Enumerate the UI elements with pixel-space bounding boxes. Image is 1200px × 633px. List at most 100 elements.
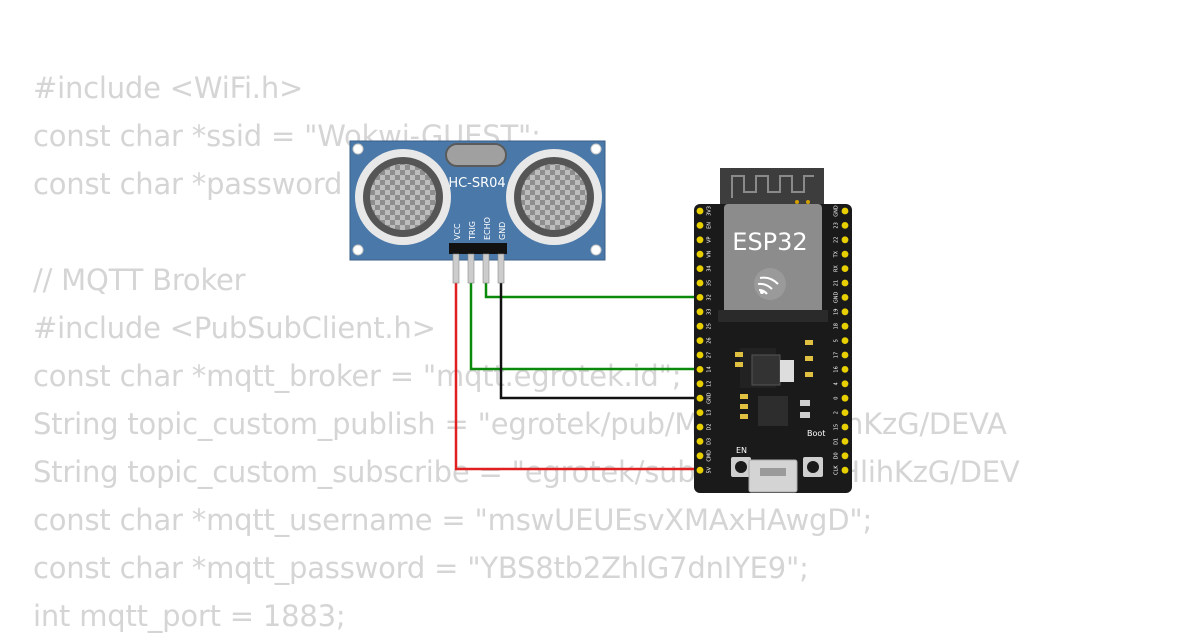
right-pin[interactable] [841, 322, 849, 330]
right-pin[interactable] [841, 250, 849, 258]
boot-label: Boot [807, 429, 825, 438]
transducer-right-icon [506, 149, 602, 245]
right-pin-label: 5 [834, 339, 840, 342]
right-pin-label: RX [834, 265, 840, 272]
right-pin[interactable] [841, 265, 849, 272]
left-pin[interactable] [696, 250, 704, 258]
left-pin[interactable] [696, 294, 704, 301]
left-pin[interactable] [696, 380, 704, 388]
left-pin[interactable] [696, 207, 704, 215]
left-pin[interactable] [696, 308, 704, 316]
wires [454, 282, 700, 471]
code-line: // MQTT Broker [33, 263, 246, 297]
board-label: ESP32 [732, 228, 807, 256]
wire-echo-green[interactable] [484, 282, 700, 299]
right-pin-label: 4 [834, 382, 840, 385]
pin-gnd[interactable] [497, 253, 505, 284]
right-pin-label: 17 [834, 352, 840, 358]
code-line: const char *mqtt_username = "mswUEUEsvXM… [33, 503, 873, 537]
transducer-left-icon [355, 149, 451, 245]
wire-vcc-red[interactable] [454, 282, 700, 471]
wire-gnd-black[interactable] [499, 282, 700, 400]
right-pin-label: 15 [834, 424, 840, 430]
left-pin[interactable] [696, 265, 704, 272]
right-pin[interactable] [841, 366, 849, 373]
left-pin[interactable] [696, 452, 704, 460]
pin-label-gnd: GND [498, 222, 507, 240]
right-pin[interactable] [841, 394, 849, 402]
left-pin[interactable] [696, 466, 704, 474]
left-pin[interactable] [696, 366, 704, 373]
pin-header [449, 243, 507, 254]
right-pin-label: TX [834, 250, 840, 258]
right-pin-label: 2 [834, 411, 840, 414]
right-pin[interactable] [841, 423, 849, 431]
right-pin[interactable] [841, 438, 849, 445]
right-pin-label: 0 [834, 397, 840, 400]
wire-trig-green[interactable] [469, 282, 700, 371]
left-pin[interactable] [696, 409, 704, 416]
right-pin[interactable] [841, 308, 849, 316]
right-pin[interactable] [841, 351, 849, 359]
left-pin-label: 12 [707, 381, 713, 387]
left-pin-label: 33 [707, 309, 713, 315]
left-pin-label: 3V3 [707, 206, 713, 216]
esp32-board[interactable]: ESP32 EN [694, 168, 852, 493]
espressif-logo-icon [754, 268, 786, 300]
left-pin[interactable] [696, 279, 704, 287]
mount-hole-icon [590, 244, 602, 256]
pin-label-vcc: VCC [453, 223, 462, 240]
right-pin-label: 16 [834, 366, 840, 372]
antenna-trace-icon [731, 175, 814, 198]
pin-echo[interactable] [482, 253, 490, 284]
right-pin[interactable] [841, 222, 849, 229]
ultrasonic-sensor[interactable]: HC-SR04 VCC TRIG ECHO GND [349, 140, 606, 284]
smd-components [735, 340, 813, 426]
right-pin[interactable] [841, 207, 849, 215]
code-line: #include <PubSubClient.h> [33, 311, 436, 345]
right-pin[interactable] [841, 380, 849, 388]
boot-button[interactable] [803, 457, 823, 477]
left-pin-label: CMD [707, 450, 713, 462]
left-pin[interactable] [696, 222, 704, 229]
right-pin[interactable] [841, 294, 849, 301]
left-pin[interactable] [696, 337, 704, 344]
mount-hole-icon [352, 143, 364, 155]
right-pin-label: GND [834, 205, 840, 217]
rf-shield [724, 204, 822, 314]
pin-label-echo: ECHO [483, 217, 492, 240]
right-pin-label: 23 [834, 222, 840, 228]
right-pin[interactable] [841, 236, 849, 244]
right-pin[interactable] [841, 466, 849, 474]
left-pin[interactable] [696, 394, 704, 402]
left-pin-label: 32 [707, 294, 713, 300]
left-pin-header: 3V3ENVPVN343532332526271412GND13D2D3CMD5… [696, 206, 713, 474]
left-pin[interactable] [696, 438, 704, 445]
code-line: const char *ssid = "Wokwi-GUEST"; [33, 119, 541, 153]
right-pin[interactable] [841, 409, 849, 416]
left-pin-label: VP [707, 237, 713, 243]
right-pin-label: 22 [834, 237, 840, 243]
right-pin-label: D1 [834, 438, 840, 445]
left-pin-label: EN [707, 222, 713, 229]
left-pin[interactable] [696, 423, 704, 431]
right-pin-label: D0 [834, 452, 840, 459]
left-pin-label: GND [707, 392, 713, 404]
right-pin[interactable] [841, 279, 849, 287]
right-pin[interactable] [841, 337, 849, 344]
left-pin[interactable] [696, 236, 704, 244]
right-pin[interactable] [841, 452, 849, 460]
pin-label-trig: TRIG [468, 221, 477, 241]
code-line: int mqtt_port = 1883; [33, 599, 346, 633]
mount-hole-icon [590, 143, 602, 155]
right-pin-label: 18 [834, 323, 840, 329]
code-line: const char *mqtt_broker = "mqtt.egrotek.… [33, 359, 682, 393]
left-pin[interactable] [696, 351, 704, 359]
pin-trig[interactable] [467, 253, 475, 284]
left-pin-label: 34 [707, 265, 713, 271]
left-pin[interactable] [696, 322, 704, 330]
en-button[interactable] [731, 457, 751, 477]
sensor-label: HC-SR04 [448, 176, 505, 191]
pin-vcc[interactable] [452, 253, 460, 284]
right-pin-label: GND [834, 292, 840, 304]
